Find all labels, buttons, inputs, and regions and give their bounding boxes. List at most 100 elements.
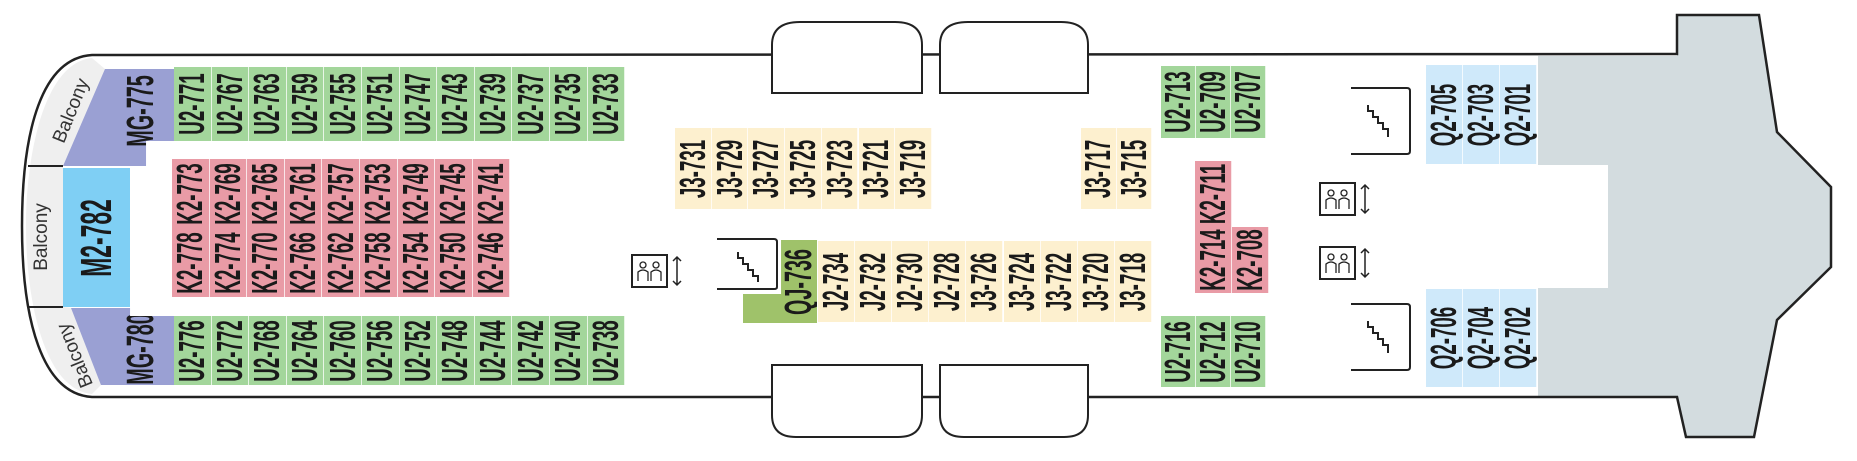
cabin-label: U2-756 — [359, 319, 401, 382]
cabin-u2-748[interactable]: U2-748 — [434, 316, 475, 385]
cabin-u2-760[interactable]: U2-760 — [322, 316, 363, 385]
cabin-k2-762[interactable]: K2-762 — [319, 228, 361, 297]
cabin-k2-774[interactable]: K2-774 — [206, 228, 248, 297]
cabin-u2-771[interactable]: U2-771 — [171, 67, 213, 141]
cabin-k2-761[interactable]: K2-761 — [282, 159, 323, 228]
cabin-j3-719[interactable]: J3-719 — [892, 128, 934, 209]
cabin-label: U2-776 — [171, 319, 213, 382]
cabin-label: K2-745 — [432, 162, 474, 225]
cabin-j2-730[interactable]: J2-730 — [889, 241, 930, 322]
cabin-k2-773[interactable]: K2-773 — [169, 159, 210, 228]
cabin-label: U2-747 — [396, 73, 438, 135]
cabin-label: K2-762 — [319, 231, 361, 294]
cabin-k2-770[interactable]: K2-770 — [244, 228, 285, 297]
cabin-u2-763[interactable]: U2-763 — [246, 67, 287, 141]
cabin-label: U2-737 — [509, 73, 551, 135]
cabin-u2-707[interactable]: U2-707 — [1227, 66, 1268, 138]
cabin-u2-737[interactable]: U2-737 — [509, 67, 551, 141]
cabin-j3-718[interactable]: J3-718 — [1112, 241, 1153, 322]
cabin-u2-768[interactable]: U2-768 — [246, 316, 287, 385]
cabin-j3-729[interactable]: J3-729 — [709, 128, 750, 209]
cabin-q2-705[interactable]: Q2-705 — [1423, 65, 1464, 164]
cabin-j3-715[interactable]: J3-715 — [1112, 128, 1154, 209]
cabin-k2-745[interactable]: K2-745 — [432, 159, 474, 228]
balcony-label-forward-center: Balcony — [30, 203, 52, 271]
cabin-u2-772[interactable]: U2-772 — [208, 316, 250, 385]
cabin-j3-720[interactable]: J3-720 — [1075, 241, 1116, 322]
cabin-u2-744[interactable]: U2-744 — [472, 316, 513, 385]
cabin-j3-723[interactable]: J3-723 — [819, 128, 860, 209]
cabin-q2-702[interactable]: Q2-702 — [1497, 289, 1538, 387]
cabin-u2-776[interactable]: U2-776 — [171, 316, 213, 385]
cabin-k2-746[interactable]: K2-746 — [470, 228, 511, 297]
cabin-j3-722[interactable]: J3-722 — [1038, 241, 1079, 322]
cabin-label: K2-774 — [206, 231, 248, 294]
cabin-k2-769[interactable]: K2-769 — [207, 159, 248, 228]
cabin-label: U2-759 — [284, 73, 326, 135]
cabin-j3-724[interactable]: J3-724 — [1001, 241, 1042, 322]
cabin-u2-713[interactable]: U2-713 — [1157, 66, 1198, 138]
cabin-label: U2-743 — [434, 73, 476, 135]
cabin-k2-708[interactable]: K2-708 — [1229, 227, 1270, 293]
cabin-u2-742[interactable]: U2-742 — [510, 316, 551, 385]
cabin-j3-727[interactable]: J3-727 — [745, 128, 786, 209]
stairs-icon — [717, 238, 778, 290]
cabin-u2-712[interactable]: U2-712 — [1192, 316, 1233, 387]
cabin-label: J3-715 — [1112, 139, 1154, 198]
cabin-k2-778[interactable]: K2-778 — [169, 228, 210, 297]
cabin-u2-738[interactable]: U2-738 — [585, 316, 626, 385]
cabin-label: J3-731 — [671, 139, 713, 198]
cabin-j2-732[interactable]: J2-732 — [852, 241, 894, 322]
cabin-k2-753[interactable]: K2-753 — [357, 159, 398, 228]
cabin-label: U2-771 — [171, 73, 213, 135]
cabin-label: U2-740 — [547, 319, 589, 382]
cabin-k2-711[interactable]: K2-711 — [1192, 161, 1233, 227]
cabin-label: K2-750 — [432, 231, 474, 294]
cabin-label: K2-766 — [282, 231, 324, 294]
cabin-j2-728[interactable]: J2-728 — [926, 241, 967, 322]
cabin-u2-752[interactable]: U2-752 — [397, 316, 438, 385]
cabin-k2-714[interactable]: K2-714 — [1192, 227, 1233, 293]
cabin-q2-703[interactable]: Q2-703 — [1460, 65, 1501, 164]
stairs-icon — [1351, 303, 1411, 371]
cabin-u2-743[interactable]: U2-743 — [434, 67, 476, 141]
cabin-u2-735[interactable]: U2-735 — [547, 67, 588, 141]
cabin-k2-766[interactable]: K2-766 — [282, 228, 324, 297]
cabin-u2-709[interactable]: U2-709 — [1192, 66, 1233, 138]
cabin-u2-764[interactable]: U2-764 — [284, 316, 325, 385]
cabin-j3-717[interactable]: J3-717 — [1077, 128, 1118, 209]
cabin-k2-741[interactable]: K2-741 — [470, 159, 511, 228]
cabin-k2-765[interactable]: K2-765 — [244, 159, 285, 228]
cabin-label: Q2-703 — [1460, 83, 1501, 146]
cabin-k2-757[interactable]: K2-757 — [320, 159, 361, 228]
cabin-m2-782[interactable]: M2-782 — [63, 168, 130, 307]
cabin-label: J3-719 — [892, 139, 934, 198]
cabin-u2-767[interactable]: U2-767 — [209, 67, 250, 141]
cabin-label: U2-733 — [584, 73, 626, 135]
cabin-u2-716[interactable]: U2-716 — [1157, 316, 1198, 387]
cabin-k2-754[interactable]: K2-754 — [395, 228, 436, 297]
cabin-k2-749[interactable]: K2-749 — [395, 159, 436, 228]
cabin-j3-725[interactable]: J3-725 — [781, 128, 823, 209]
cabin-j2-734[interactable]: J2-734 — [815, 241, 856, 322]
cabin-u2-739[interactable]: U2-739 — [472, 67, 513, 141]
cabin-k2-750[interactable]: K2-750 — [432, 228, 474, 297]
cabin-k2-758[interactable]: K2-758 — [357, 228, 398, 297]
cabin-label: J3-725 — [781, 139, 823, 198]
cabin-q2-704[interactable]: Q2-704 — [1460, 289, 1501, 387]
cabin-label: J2-732 — [852, 252, 894, 311]
cabin-q2-701[interactable]: Q2-701 — [1497, 65, 1538, 164]
cabin-u2-751[interactable]: U2-751 — [359, 67, 400, 141]
cabin-u2-747[interactable]: U2-747 — [396, 67, 438, 141]
cabin-j3-721[interactable]: J3-721 — [855, 128, 896, 209]
cabin-q2-706[interactable]: Q2-706 — [1423, 289, 1464, 387]
cabin-u2-710[interactable]: U2-710 — [1227, 316, 1268, 387]
cabin-label: U2-772 — [208, 319, 250, 382]
cabin-j3-731[interactable]: J3-731 — [671, 128, 713, 209]
cabin-u2-756[interactable]: U2-756 — [359, 316, 401, 385]
cabin-u2-740[interactable]: U2-740 — [547, 316, 589, 385]
cabin-u2-755[interactable]: U2-755 — [322, 67, 363, 141]
cabin-u2-733[interactable]: U2-733 — [584, 67, 626, 141]
cabin-u2-759[interactable]: U2-759 — [284, 67, 326, 141]
cabin-j3-726[interactable]: J3-726 — [963, 241, 1004, 322]
